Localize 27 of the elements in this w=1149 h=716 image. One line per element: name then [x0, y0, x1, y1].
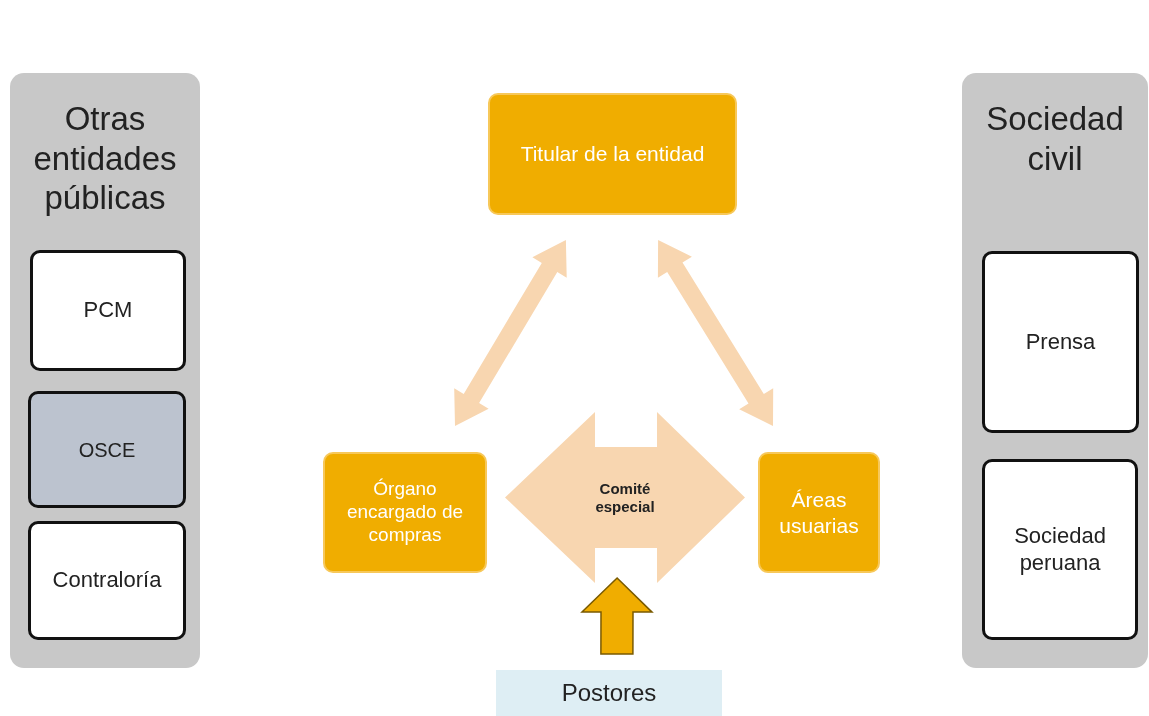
node-label: Titular de la entidad: [519, 141, 706, 167]
entity-box: [982, 251, 1139, 433]
node-label: PCM: [82, 297, 134, 324]
process-box: [323, 452, 487, 573]
label-box: [496, 670, 722, 716]
group-panel: [962, 73, 1148, 668]
double-arrow: [454, 240, 567, 426]
node-label: Contraloría: [51, 567, 163, 594]
node-label: OSCE: [77, 437, 137, 462]
entity-box: [30, 250, 186, 371]
node-label: Órgano encargado de compras: [345, 478, 465, 547]
panel-heading: Sociedad civil: [985, 99, 1125, 179]
node-label: Postores: [560, 678, 658, 708]
double-arrow-shape: [505, 412, 745, 583]
entity-box: [28, 391, 186, 508]
panel-heading: Otras entidades públicas: [32, 99, 178, 218]
entity-box: [982, 459, 1138, 640]
node-label: Prensa: [1024, 328, 1097, 356]
node-label: Comité especial: [594, 479, 656, 516]
process-box: [488, 93, 737, 215]
double-arrow: [657, 240, 774, 426]
node-label: Áreas usuarias: [778, 487, 860, 538]
entity-box: [28, 521, 186, 640]
process-box: [758, 452, 880, 573]
node-label: Sociedad peruana: [1013, 523, 1107, 576]
group-panel: [10, 73, 200, 668]
double-arrow: [580, 576, 654, 655]
